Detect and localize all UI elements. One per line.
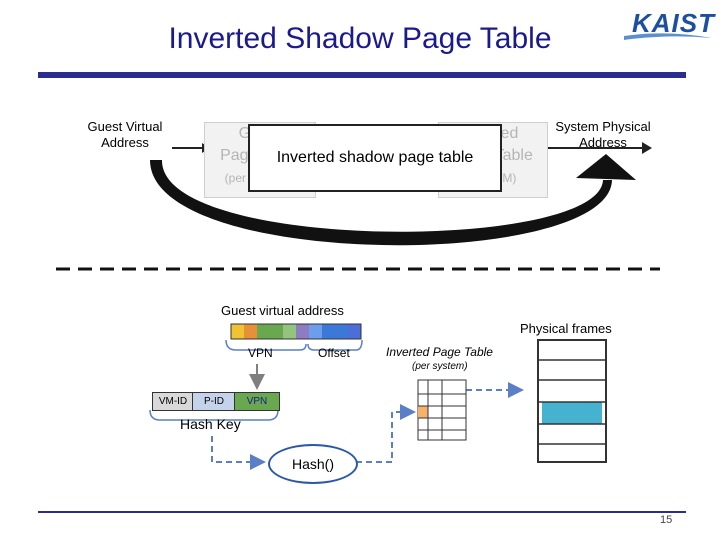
physical-frames-label: Physical frames: [520, 321, 612, 336]
physical-frames: [537, 339, 607, 463]
inverted-shadow-page-table-box: Inverted shadow page table: [248, 124, 502, 192]
inverted-page-table: [417, 379, 467, 441]
offset-brace: [307, 339, 363, 351]
vpn-key-field: VPN: [234, 392, 280, 411]
logo-swoosh: [624, 33, 712, 40]
curved-arrow: [150, 160, 612, 246]
page-number: 15: [660, 514, 673, 526]
hash-to-table-arrow: [356, 404, 416, 463]
title-divider: [38, 72, 686, 78]
kaist-logo: KAIST: [632, 8, 715, 38]
address-bar: [230, 323, 362, 340]
system-physical-address-label: System Physical Address: [555, 119, 651, 150]
inverted-page-table-label: Inverted Page Table: [386, 345, 493, 359]
hash-key-label: Hash Key: [180, 416, 241, 432]
footer-divider: [38, 511, 686, 513]
p-id-field: P-ID: [192, 392, 236, 411]
vpn-label: VPN: [248, 346, 273, 360]
curved-arrowhead: [576, 154, 636, 180]
guest-virtual-address-bar-label: Guest virtual address: [221, 303, 344, 318]
guest-virtual-address-label: Guest Virtual Address: [87, 119, 163, 150]
vm-id-field: VM-ID: [152, 392, 194, 411]
page-title: Inverted Shadow Page Table: [168, 22, 552, 55]
offset-label: Offset: [318, 346, 350, 360]
vpn-brace: [225, 339, 307, 351]
spa-arrowhead: [642, 142, 652, 154]
hash-key-brace: [149, 409, 279, 421]
hash-key-to-hash-arrow: [211, 436, 266, 470]
per-system-label: (per system): [412, 361, 468, 372]
hash-function-node: Hash(): [268, 444, 358, 484]
